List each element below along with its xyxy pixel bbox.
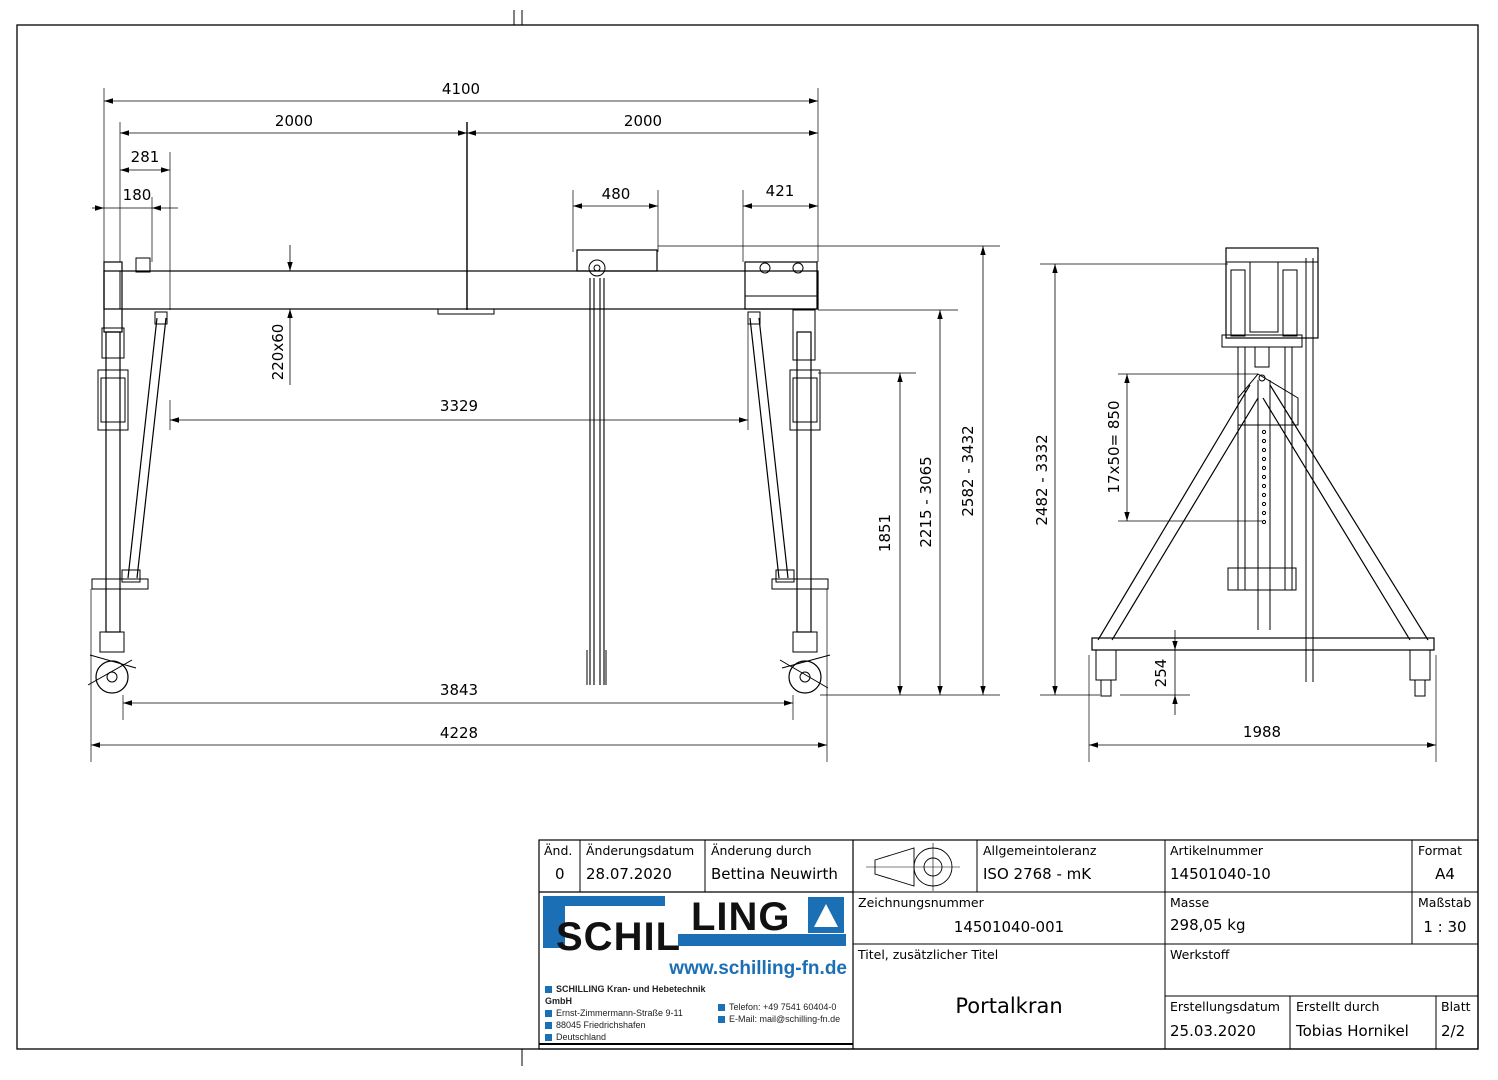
- dim-2582-3432: 2582 - 3432: [959, 425, 977, 516]
- rev-header: Änd.: [544, 843, 572, 858]
- created-by-label: Erstellt durch: [1296, 999, 1379, 1014]
- material-label: Werkstoff: [1170, 947, 1230, 962]
- title-value: Portalkran: [955, 994, 1062, 1018]
- drawing-number-label: Zeichnungsnummer: [858, 895, 985, 910]
- change-by-header: Änderung durch: [711, 843, 812, 858]
- bullet-icon: [545, 1034, 552, 1042]
- company-contact: Telefon: +49 7541 60404-0 E-Mail: mail@s…: [718, 1001, 850, 1025]
- dim-1851: 1851: [876, 514, 894, 552]
- bullet-icon: [545, 1010, 552, 1018]
- email-icon: [718, 1016, 725, 1024]
- mass-value: 298,05 kg: [1170, 916, 1245, 934]
- created-by-value: Tobias Hornikel: [1295, 1022, 1409, 1040]
- format-value: A4: [1435, 865, 1455, 883]
- dim-4228: 4228: [440, 724, 478, 742]
- dim-3329: 3329: [440, 397, 478, 415]
- bullet-icon: [545, 986, 552, 994]
- front-view: [87, 88, 1000, 762]
- change-date-value: 28.07.2020: [586, 865, 672, 883]
- rev-value: 0: [555, 865, 565, 883]
- created-date-label: Erstellungsdatum: [1170, 999, 1280, 1014]
- company-email[interactable]: E-Mail: mail@schilling-fn.de: [718, 1013, 850, 1025]
- mass-label: Masse: [1170, 895, 1209, 910]
- dim-4100: 4100: [442, 80, 480, 98]
- tolerance-label: Allgemeintoleranz: [983, 843, 1097, 858]
- dim-2000-left: 2000: [275, 112, 313, 130]
- scale-label: Maßstab: [1418, 895, 1471, 910]
- dim-2215-3065: 2215 - 3065: [917, 456, 935, 547]
- scale-value: 1 : 30: [1423, 918, 1466, 936]
- side-dimension-lines: [1052, 264, 1436, 748]
- projection-symbol-icon: [866, 843, 960, 891]
- dim-2482-3332: 2482 - 3332: [1033, 434, 1051, 525]
- dim-1988: 1988: [1243, 723, 1281, 741]
- side-view: [1040, 247, 1437, 762]
- front-dimension-lines: [91, 98, 986, 748]
- hole-pattern: [1261, 429, 1267, 525]
- change-by-value: Bettina Neuwirth: [711, 865, 838, 883]
- bullet-icon: [545, 1022, 552, 1030]
- dim-421: 421: [766, 182, 795, 200]
- company-url[interactable]: www.schilling-fn.de: [669, 958, 847, 979]
- drawing-number-value: 14501040-001: [954, 918, 1064, 936]
- created-date-value: 25.03.2020: [1170, 1022, 1256, 1040]
- company-street: Ernst-Zimmermann-Straße 9-11: [545, 1007, 720, 1019]
- title-label: Titel, zusätzlicher Titel: [857, 947, 998, 962]
- dim-2000-right: 2000: [624, 112, 662, 130]
- change-date-header: Änderungsdatum: [586, 843, 694, 858]
- dim-254: 254: [1152, 659, 1170, 688]
- company-logo: SCHIL LING: [543, 895, 846, 959]
- company-country: Deutschland: [545, 1031, 720, 1043]
- sheet-label: Blatt: [1441, 999, 1471, 1014]
- logo-text-right: LING: [691, 895, 791, 939]
- dim-480: 480: [602, 185, 631, 203]
- title-block: [538, 839, 1479, 1050]
- sheet-value: 2/2: [1441, 1022, 1465, 1040]
- phone-icon: [718, 1004, 725, 1012]
- dim-3843: 3843: [440, 681, 478, 699]
- dim-180: 180: [123, 186, 152, 204]
- dim-17x50-850: 17x50= 850: [1105, 400, 1123, 493]
- dim-281: 281: [131, 148, 160, 166]
- logo-text-left: SCHIL: [556, 915, 681, 959]
- tolerance-value: ISO 2768 - mK: [983, 865, 1092, 883]
- article-value: 14501040-10: [1170, 865, 1271, 883]
- article-label: Artikelnummer: [1170, 843, 1264, 858]
- company-name: SCHILLING Kran- und Hebetechnik GmbH: [545, 984, 706, 1006]
- company-phone: Telefon: +49 7541 60404-0: [718, 1001, 850, 1013]
- company-city: 88045 Friedrichshafen: [545, 1019, 720, 1031]
- dim-220x60: 220x60: [269, 324, 287, 381]
- format-label: Format: [1418, 843, 1462, 858]
- company-address: SCHILLING Kran- und Hebetechnik GmbH Ern…: [545, 983, 720, 1043]
